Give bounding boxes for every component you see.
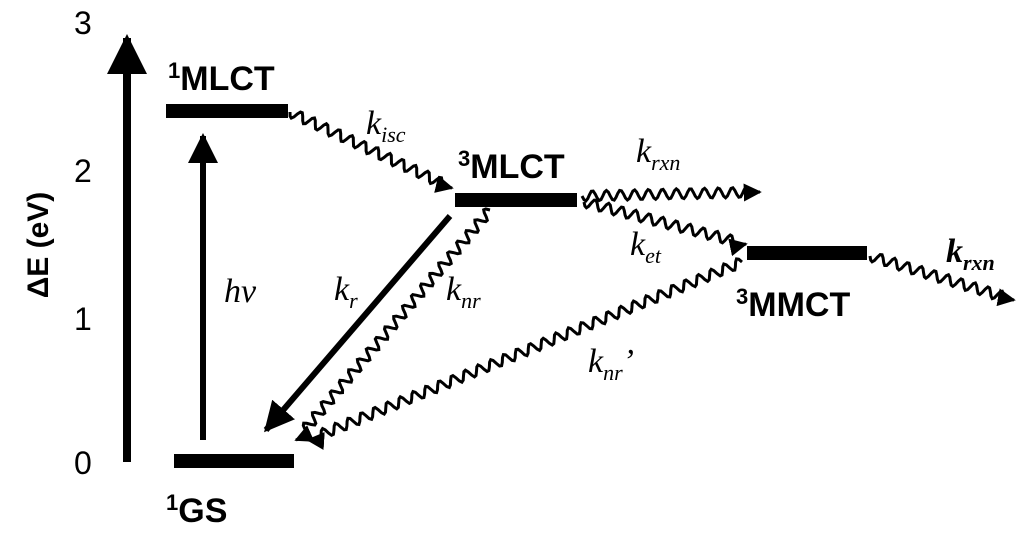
isc-wavy-arrow (288, 110, 454, 193)
y-tick-3: 3 (74, 5, 92, 41)
nr-prime-wavy-arrow (306, 257, 743, 451)
label-kr: kr (334, 271, 358, 313)
label-krxn-mlct: krxn (636, 133, 680, 175)
et-wavy-arrow (582, 198, 748, 257)
label-hv: hv (224, 273, 257, 310)
label-kisc: kisc (366, 105, 406, 147)
y-axis-label: ΔE (eV) (22, 192, 55, 299)
label-krxn-mmct: krxn (946, 233, 995, 275)
level-mmct3 (747, 246, 867, 260)
label-gs: 1GS (166, 490, 227, 530)
y-tick-2: 2 (74, 153, 92, 189)
label-ket: ket (630, 226, 662, 268)
rxn-mmct-wavy-arrow (868, 253, 1016, 307)
label-mlct1: 1MLCT (168, 58, 275, 98)
level-mlct3 (455, 193, 577, 207)
radiative-arrow (263, 214, 453, 433)
level-gs (174, 454, 294, 468)
level-mlct1 (166, 104, 288, 118)
rxn-mlct-wavy-arrow (580, 183, 762, 203)
label-knr: knr (446, 271, 481, 313)
label-mmct3: 3MMCT (736, 284, 850, 324)
y-tick-1: 1 (74, 301, 92, 337)
y-tick-0: 0 (74, 445, 92, 481)
label-knr-prime: knr’ (588, 343, 634, 385)
label-mlct3: 3MLCT (458, 146, 565, 186)
nr-wavy-arrow (294, 207, 491, 442)
